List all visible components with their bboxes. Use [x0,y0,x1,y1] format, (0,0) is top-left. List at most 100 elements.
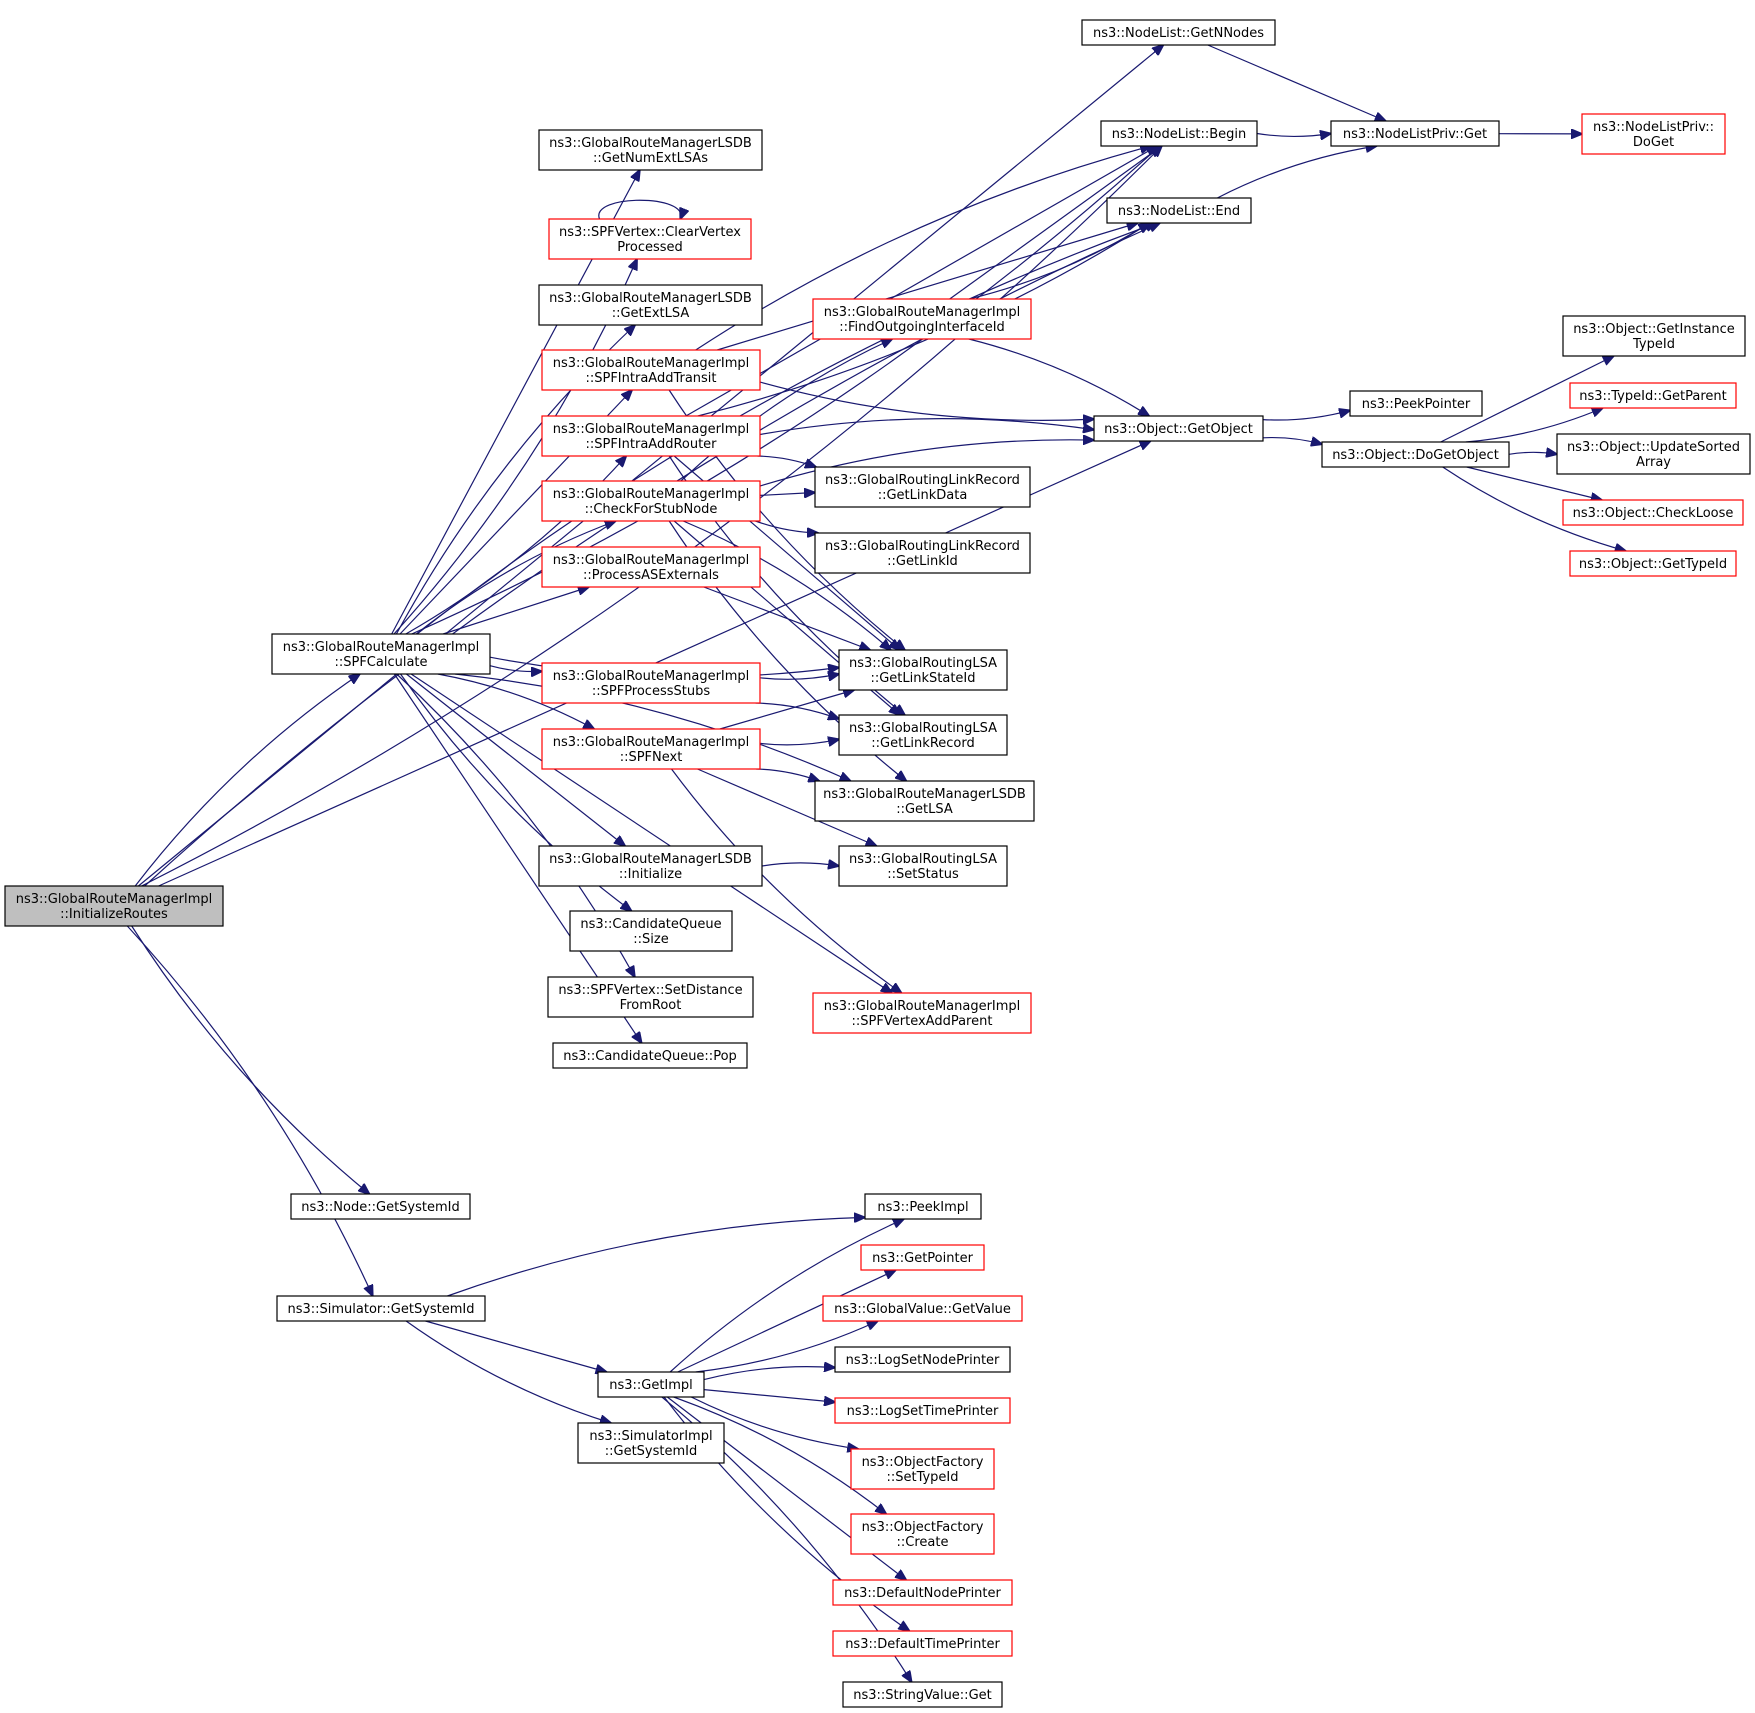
node-box[interactable] [838,649,1008,691]
node-box[interactable] [541,480,761,522]
node-box[interactable] [1093,415,1264,442]
node-box[interactable] [832,1579,1013,1606]
node-getlinkid[interactable]: ns3::GlobalRoutingLinkRecord::GetLinkId [814,532,1031,574]
node-nlend[interactable]: ns3::NodeList::End [1106,197,1252,224]
node-nlprivdoget[interactable]: ns3::NodeListPriv::DoGet [1581,113,1726,155]
node-box[interactable] [1100,120,1258,147]
node-initroutes[interactable]: ns3::GlobalRouteManagerImpl::InitializeR… [4,885,224,927]
node-box[interactable] [850,1448,995,1490]
node-checkstub[interactable]: ns3::GlobalRouteManagerImpl::CheckForStu… [541,480,761,522]
node-logtimeprinter[interactable]: ns3::LogSetTimePrinter [834,1397,1011,1424]
node-defnodeprinter[interactable]: ns3::DefaultNodePrinter [832,1579,1013,1606]
node-box[interactable] [822,1295,1023,1322]
node-box[interactable] [834,1346,1011,1373]
node-box[interactable] [271,633,491,675]
node-tidgetparent[interactable]: ns3::TypeId::GetParent [1569,382,1737,409]
node-box[interactable] [1106,197,1252,224]
node-box[interactable] [1562,499,1744,526]
node-box[interactable] [812,992,1032,1034]
node-ofsettypeid[interactable]: ns3::ObjectFactory::SetTypeId [850,1448,995,1490]
node-checkloose[interactable]: ns3::Object::CheckLoose [1562,499,1744,526]
node-lsdbinit[interactable]: ns3::GlobalRouteManagerLSDB::Initialize [538,845,763,887]
node-box[interactable] [1321,441,1510,468]
node-gvgetvalue[interactable]: ns3::GlobalValue::GetValue [822,1295,1023,1322]
node-box[interactable] [541,662,761,704]
node-getimpl[interactable]: ns3::GetImpl [597,1371,705,1398]
node-getpointer[interactable]: ns3::GetPointer [860,1244,985,1271]
node-box[interactable] [541,415,761,457]
node-peekpointer[interactable]: ns3::PeekPointer [1349,390,1483,417]
node-box[interactable] [842,1681,1003,1708]
node-box[interactable] [552,1042,748,1069]
node-box[interactable] [834,1397,1011,1424]
node-nlprivget[interactable]: ns3::NodeListPriv::Get [1330,120,1500,147]
node-box[interactable] [812,298,1032,340]
node-box[interactable] [832,1630,1013,1657]
node-processstubs[interactable]: ns3::GlobalRouteManagerImpl::SPFProcessS… [541,662,761,704]
node-cqpop[interactable]: ns3::CandidateQueue::Pop [552,1042,748,1069]
node-getobject[interactable]: ns3::Object::GetObject [1093,415,1264,442]
node-addrouter[interactable]: ns3::GlobalRouteManagerImpl::SPFIntraAdd… [541,415,761,457]
node-addparent[interactable]: ns3::GlobalRouteManagerImpl::SPFVertexAd… [812,992,1032,1034]
node-box[interactable] [4,885,224,927]
node-box[interactable] [276,1295,486,1322]
node-processas[interactable]: ns3::GlobalRouteManagerImpl::ProcessASEx… [541,546,761,588]
node-box[interactable] [541,728,761,770]
node-box[interactable] [547,976,754,1018]
node-box[interactable] [1349,390,1483,417]
node-getextlsa[interactable]: ns3::GlobalRouteManagerLSDB::GetExtLSA [538,284,763,326]
node-addtransit[interactable]: ns3::GlobalRouteManagerImpl::SPFIntraAdd… [541,349,761,391]
node-spfcalc[interactable]: ns3::GlobalRouteManagerImpl::SPFCalculat… [271,633,491,675]
node-nodegetsysid[interactable]: ns3::Node::GetSystemId [290,1193,471,1220]
node-box[interactable] [577,1422,725,1464]
node-getnumext[interactable]: ns3::GlobalRouteManagerLSDB::GetNumExtLS… [538,129,763,171]
node-ofcreate[interactable]: ns3::ObjectFactory::Create [850,1513,995,1555]
node-getlinkdata[interactable]: ns3::GlobalRoutingLinkRecord::GetLinkDat… [814,466,1031,508]
node-getlinkstateid[interactable]: ns3::GlobalRoutingLSA::GetLinkStateId [838,649,1008,691]
node-box[interactable] [814,780,1035,822]
node-box[interactable] [538,845,763,887]
node-box[interactable] [541,546,761,588]
node-box[interactable] [1556,433,1751,475]
node-box[interactable] [814,466,1031,508]
node-lognodeprinter[interactable]: ns3::LogSetNodePrinter [834,1346,1011,1373]
node-box[interactable] [1330,120,1500,147]
node-box[interactable] [1562,315,1746,357]
node-box[interactable] [548,218,752,260]
node-box[interactable] [597,1371,705,1398]
node-box[interactable] [1581,113,1726,155]
node-box[interactable] [290,1193,471,1220]
node-findout[interactable]: ns3::GlobalRouteManagerImpl::FindOutgoin… [812,298,1032,340]
node-nlbegin[interactable]: ns3::NodeList::Begin [1100,120,1258,147]
node-box[interactable] [1569,382,1737,409]
node-simimplsysid[interactable]: ns3::SimulatorImpl::GetSystemId [577,1422,725,1464]
node-box[interactable] [864,1193,982,1220]
node-box[interactable] [538,129,763,171]
node-deftimeprinter[interactable]: ns3::DefaultTimePrinter [832,1630,1013,1657]
node-dogetobject[interactable]: ns3::Object::DoGetObject [1321,441,1510,468]
node-box[interactable] [860,1244,985,1271]
node-box[interactable] [838,845,1008,887]
node-box[interactable] [838,714,1008,756]
node-spfnext[interactable]: ns3::GlobalRouteManagerImpl::SPFNext [541,728,761,770]
node-getlsa[interactable]: ns3::GlobalRouteManagerLSDB::GetLSA [814,780,1035,822]
node-box[interactable] [541,349,761,391]
node-simgetsysid[interactable]: ns3::Simulator::GetSystemId [276,1295,486,1322]
node-box[interactable] [569,910,733,952]
node-box[interactable] [814,532,1031,574]
node-cqsize[interactable]: ns3::CandidateQueue::Size [569,910,733,952]
node-box[interactable] [850,1513,995,1555]
node-getnnodes[interactable]: ns3::NodeList::GetNNodes [1081,19,1276,46]
node-peekimpl[interactable]: ns3::PeekImpl [864,1193,982,1220]
node-getlinkrecord[interactable]: ns3::GlobalRoutingLSA::GetLinkRecord [838,714,1008,756]
node-objgettypeid[interactable]: ns3::Object::GetTypeId [1569,550,1737,577]
node-box[interactable] [538,284,763,326]
node-box[interactable] [1081,19,1276,46]
node-box[interactable] [1569,550,1737,577]
node-setstatus[interactable]: ns3::GlobalRoutingLSA::SetStatus [838,845,1008,887]
node-strvalget[interactable]: ns3::StringValue::Get [842,1681,1003,1708]
